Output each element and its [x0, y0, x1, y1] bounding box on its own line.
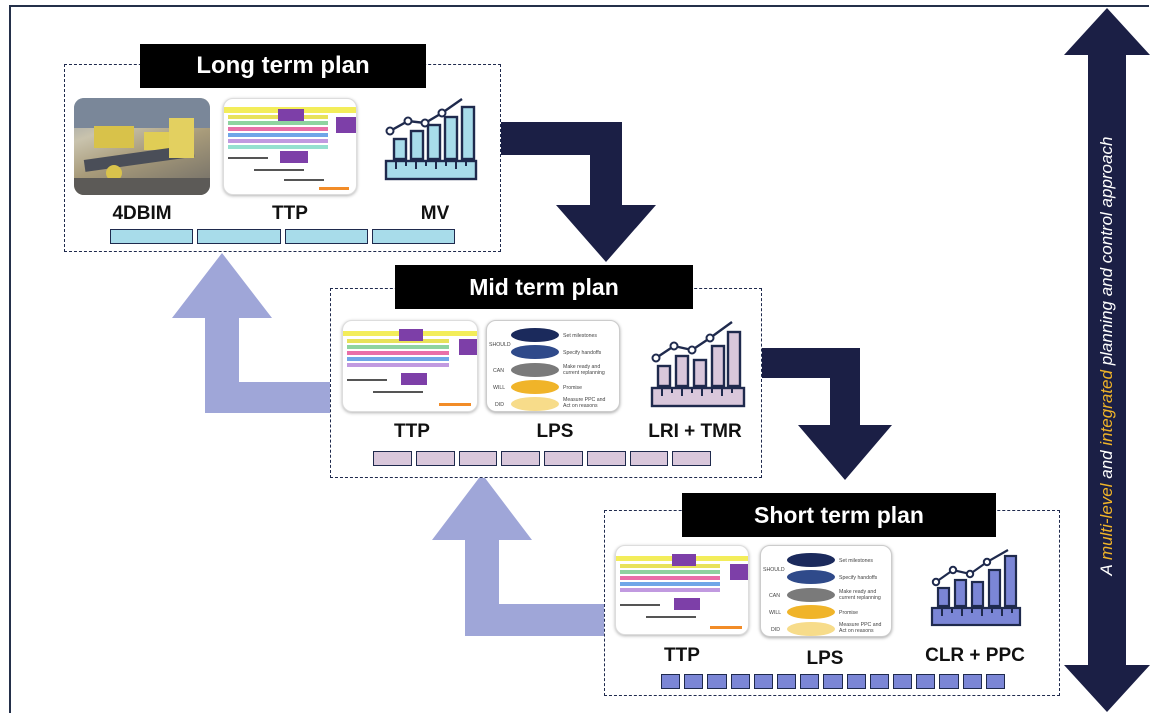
- timeline-segment: [962, 674, 982, 689]
- down-arrow-long-to-mid: [500, 122, 656, 262]
- clr-ppc-metric-icon: [930, 548, 1022, 630]
- timeline-segment: [197, 229, 281, 244]
- svg-text:current replanning: current replanning: [839, 595, 881, 601]
- svg-text:Act on reasons: Act on reasons: [839, 628, 874, 634]
- timeline-segment: [893, 674, 913, 689]
- label-ttp-long: TTP: [272, 203, 308, 224]
- timeline-segment: [371, 229, 455, 244]
- timeline-segment: [458, 451, 498, 466]
- svg-text:current replanning: current replanning: [563, 370, 605, 376]
- label-lri-tmr: LRI + TMR: [648, 421, 742, 442]
- ttp-chart-thumbnail-short: [615, 545, 749, 635]
- svg-text:Measure PPC and: Measure PPC and: [839, 622, 882, 628]
- svg-text:Set milestones: Set milestones: [839, 558, 873, 564]
- timeline-segment: [373, 451, 412, 466]
- svg-text:Promise: Promise: [563, 385, 582, 391]
- timeline-segment: [284, 229, 368, 244]
- svg-text:SHOULD: SHOULD: [489, 342, 511, 348]
- svg-text:Make ready and: Make ready and: [563, 364, 600, 370]
- svg-text:CAN: CAN: [769, 593, 780, 599]
- lps-diagram-mid: SHOULD CAN WILL DID Set milestones Speci…: [486, 320, 620, 412]
- timeline-segment: [629, 451, 669, 466]
- label-clr-ppc: CLR + PPC: [925, 645, 1025, 666]
- short-term-title: Short term plan: [682, 493, 996, 537]
- svg-text:Specify handoffs: Specify handoffs: [839, 575, 878, 581]
- up-arrow-short-to-mid: [432, 474, 605, 636]
- ttp-chart-thumbnail-mid: [342, 320, 478, 412]
- timeline-segment: [846, 674, 866, 689]
- label-mv: MV: [420, 203, 450, 224]
- highlight-multi-level: multi-level: [1097, 483, 1116, 560]
- mv-metric-icon: [380, 95, 480, 185]
- timeline-segment: [800, 674, 820, 689]
- down-arrow-mid-to-short: [762, 348, 892, 480]
- timeline-segment: [777, 674, 797, 689]
- svg-text:Act on reasons: Act on reasons: [563, 403, 598, 409]
- svg-text:WILL: WILL: [493, 385, 505, 391]
- timeline-segment: [869, 674, 889, 689]
- label-4dbim: 4DBIM: [112, 203, 172, 224]
- svg-text:Measure PPC and: Measure PPC and: [563, 397, 606, 403]
- svg-text:SHOULD: SHOULD: [763, 567, 785, 573]
- timeline-segment: [707, 674, 727, 689]
- ttp-chart-thumbnail-long: [223, 98, 357, 195]
- timeline-segment: [684, 674, 704, 689]
- lps-diagram-short: SHOULD CAN WILL DID Set milestones Speci…: [760, 545, 892, 637]
- timeline-segment: [586, 451, 626, 466]
- lri-tmr-metric-icon: [648, 318, 748, 413]
- timeline-segment: [730, 674, 750, 689]
- label-ttp-short: TTP: [664, 645, 700, 666]
- timeline-segment: [672, 451, 711, 466]
- svg-text:Make ready and: Make ready and: [839, 589, 876, 595]
- timeline-segment: [823, 674, 843, 689]
- timeline-segment: [985, 674, 1005, 689]
- svg-text:DID: DID: [495, 402, 504, 408]
- timeline-segment: [544, 451, 583, 466]
- long-term-title: Long term plan: [140, 44, 426, 88]
- timeline-segment: [753, 674, 773, 689]
- svg-text:DID: DID: [771, 627, 780, 633]
- timeline-segment: [501, 451, 540, 466]
- svg-text:Specify handoffs: Specify handoffs: [563, 350, 602, 356]
- timeline-segment: [110, 229, 194, 244]
- 4dbim-model-image: [74, 98, 210, 195]
- svg-text:CAN: CAN: [493, 368, 504, 374]
- svg-text:Set milestones: Set milestones: [563, 333, 597, 339]
- up-arrow-mid-to-long: [172, 253, 330, 413]
- diagram-frame: [9, 5, 1149, 713]
- timeline-segment: [916, 674, 936, 689]
- timeline-segment: [415, 451, 455, 466]
- highlight-integrated: integrated: [1097, 370, 1116, 446]
- side-caption: A multi-level and integrated planning an…: [1097, 136, 1116, 576]
- label-ttp-mid: TTP: [394, 421, 430, 442]
- timeline-segment: [661, 674, 681, 689]
- label-lps-short: LPS: [806, 648, 844, 669]
- label-lps-mid: LPS: [536, 421, 574, 442]
- timeline-segment: [939, 674, 959, 689]
- svg-text:Promise: Promise: [839, 610, 858, 616]
- svg-text:WILL: WILL: [769, 610, 781, 616]
- mid-term-title: Mid term plan: [395, 265, 693, 309]
- double-arrow-vertical: [1064, 8, 1150, 712]
